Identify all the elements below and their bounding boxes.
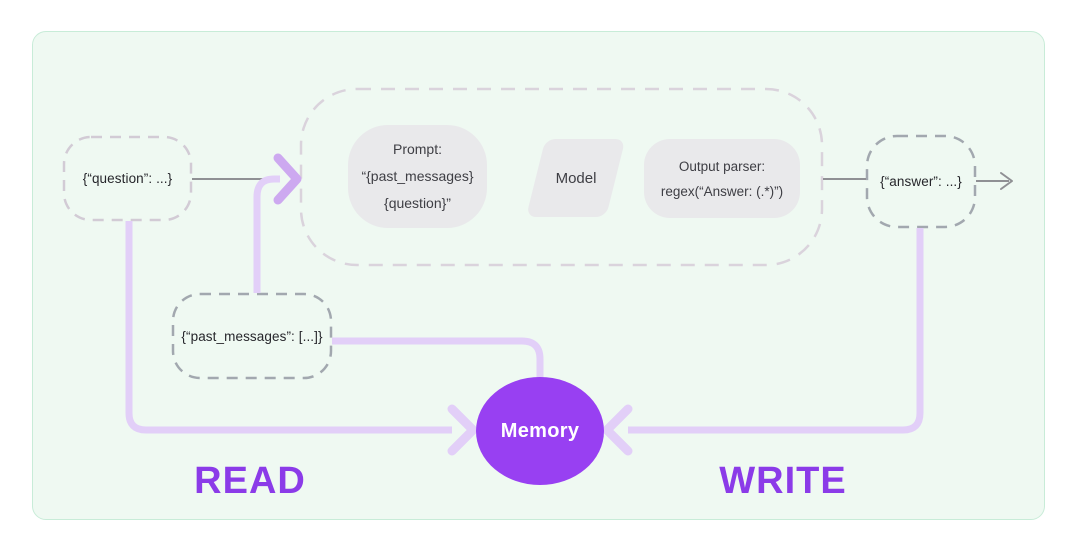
output-parser-line1: Output parser:: [678, 158, 766, 174]
question-node: {“question”: ...}: [64, 137, 191, 220]
memory-node: Memory: [476, 377, 604, 485]
prompt-node-line2: “{past_messages}: [361, 168, 474, 184]
output-parser-line2: regex(“Answer: (.*)”): [660, 183, 784, 199]
answer-node-label: {“answer”: ...}: [880, 174, 962, 189]
question-node-label: {“question”: ...}: [82, 171, 173, 186]
past-messages-node-label: {“past_messages”: [...]}: [181, 328, 323, 344]
read-caption: READ: [194, 460, 306, 502]
output-parser-node: Output parser: regex(“Answer: (.*)”): [644, 139, 800, 218]
prompt-node: Prompt: “{past_messages} {question}”: [348, 125, 487, 228]
prompt-node-line3: {question}”: [384, 195, 451, 211]
memory-node-label: Memory: [500, 419, 580, 442]
write-caption: WRITE: [719, 460, 847, 502]
past-messages-node: {“past_messages”: [...]}: [173, 294, 331, 378]
model-node-label: Model: [555, 169, 597, 187]
prompt-node-line1: Prompt:: [392, 141, 442, 157]
answer-node: {“answer”: ...}: [867, 136, 975, 227]
